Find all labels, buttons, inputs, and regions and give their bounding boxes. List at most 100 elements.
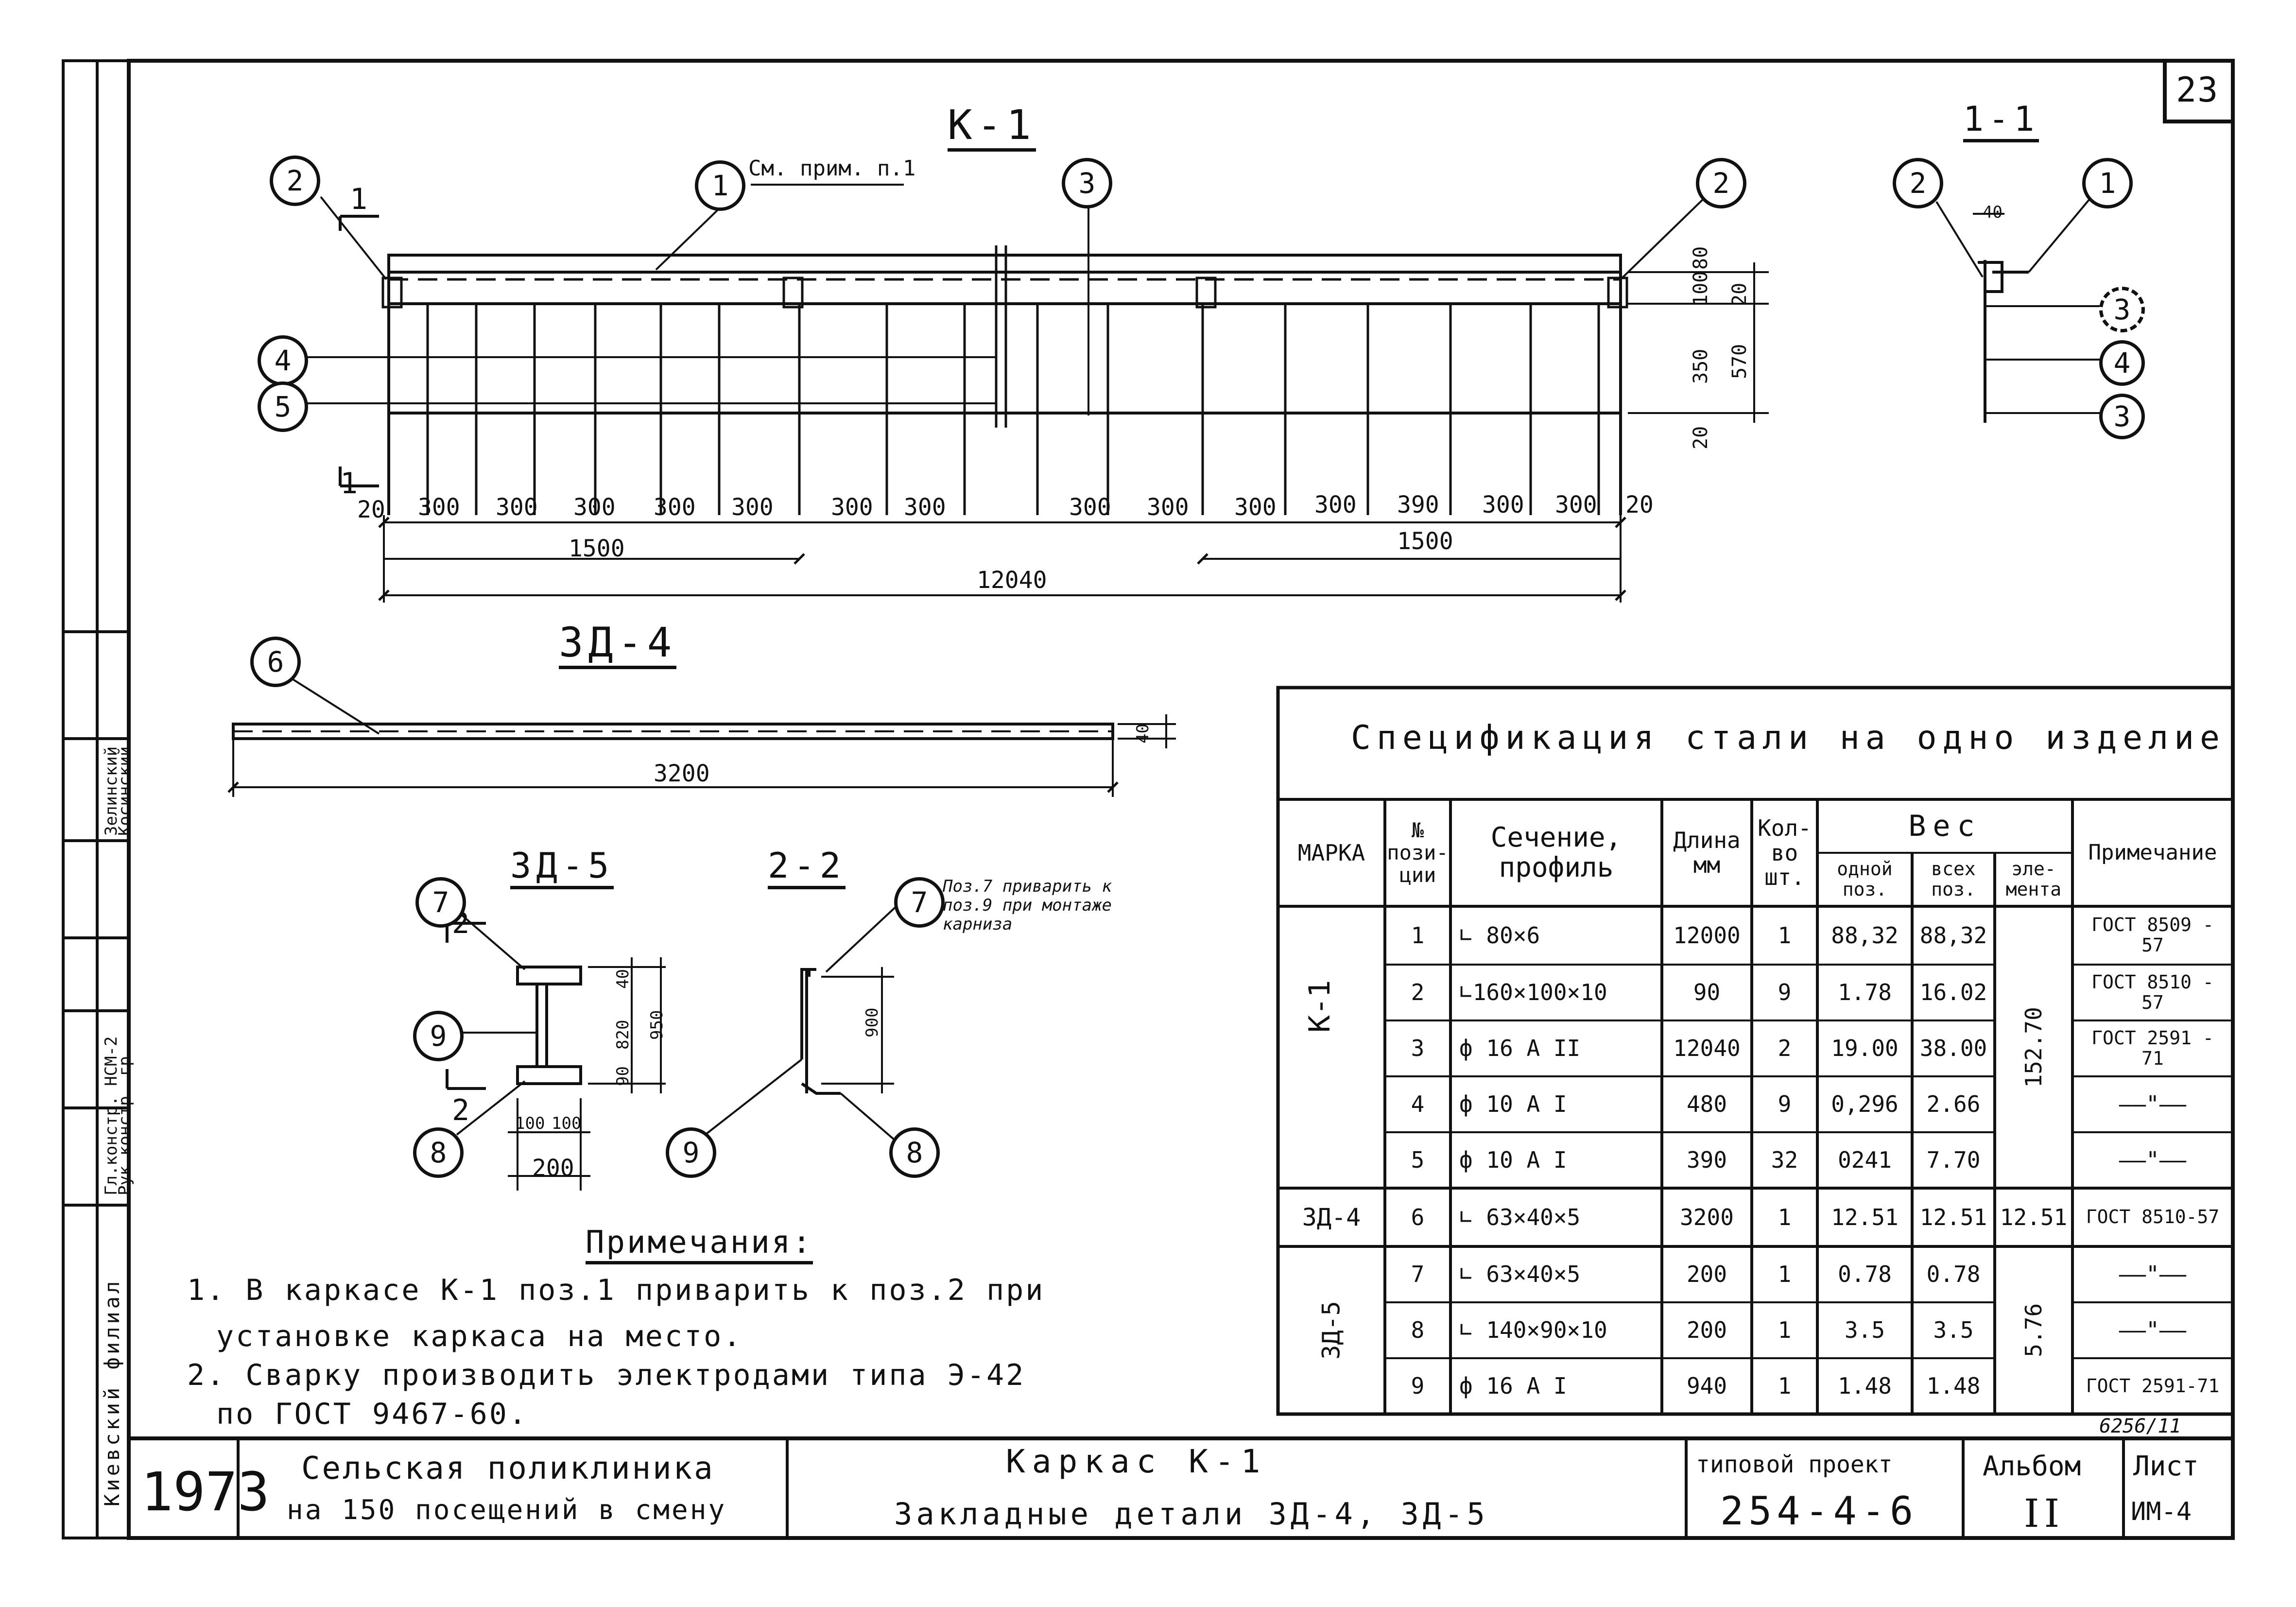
spec-cell-note: ГОСТ 2591 - 71: [2091, 1027, 2214, 1069]
k1-dim: 300: [904, 494, 946, 521]
spec-header-weight: Вес: [1908, 809, 1982, 843]
spec-cell-length: 940: [1686, 1373, 1727, 1400]
spec-mark-zd5: ЗД-5: [1278, 1246, 1385, 1414]
spec-cell-w-all: 1.48: [1926, 1373, 1981, 1400]
stamp-sheet-label: Лист: [2133, 1451, 2199, 1482]
spec-cell-w-all: 12.51: [1919, 1204, 1987, 1230]
spec-cell-w-one: 88,32: [1831, 922, 1899, 949]
spec-cell-section: ф 16 А I: [1459, 1373, 1567, 1400]
notes-line: установке каркаса на место.: [216, 1319, 743, 1353]
spec-cell-length: 480: [1686, 1091, 1727, 1118]
stamp-album-label: Альбом: [1983, 1451, 2081, 1482]
spec-cell-length: 3200: [1680, 1204, 1734, 1230]
section-22-callout-7: 7: [894, 877, 945, 928]
section-11-title: 1-1: [1963, 102, 2039, 142]
spec-mark-zd4: ЗД-4: [1302, 1203, 1361, 1231]
section-22-note: Поз.7 приварить к поз.9 при монтаже карн…: [943, 877, 1112, 934]
k1-dim: 300: [654, 494, 696, 521]
spec-mark-k1-text: К-1: [1302, 980, 1337, 1033]
spec-cell-qty: 9: [1778, 1091, 1792, 1118]
spec-cell-pos: 5: [1411, 1147, 1425, 1174]
spec-cell-qty: 1: [1778, 1317, 1792, 1344]
section-11-callout-2: 2: [1893, 158, 1943, 208]
k1-dim-vertical: 20: [1728, 282, 1751, 306]
spec-cell-w-one: 3.5: [1844, 1317, 1885, 1344]
section-22-dim: 900: [863, 1007, 882, 1037]
k1-callout-1: 1: [695, 160, 745, 211]
spec-cell-length: 390: [1686, 1147, 1727, 1174]
k1-dim: 300: [1234, 494, 1277, 521]
spec-cell-qty: 1: [1778, 1204, 1792, 1230]
spec-cell-note: ГОСТ 2591-71: [2086, 1375, 2220, 1397]
spec-cell-section: ∟160×100×10: [1459, 979, 1607, 1006]
k1-dim-vertical: 570: [1728, 344, 1751, 379]
spec-cell-length: 200: [1686, 1261, 1727, 1288]
zd5-dim: 100: [552, 1114, 582, 1133]
k1-dim: 20: [357, 496, 385, 523]
spec-title: Спецификация стали на одно изделие: [1351, 719, 2226, 757]
spec-mark-k1: К-1: [1278, 906, 1385, 1188]
section-11-callout-4: 4: [2099, 340, 2145, 386]
spec-header-w-all: всех поз.: [1931, 858, 1976, 900]
k1-dim: 300: [1314, 491, 1357, 518]
spec-cell-length: 200: [1686, 1317, 1727, 1344]
section-22-callout-8: 8: [889, 1127, 940, 1178]
zd4-dim-length: 3200: [654, 760, 710, 787]
spec-cell-note: ——"——: [2119, 1091, 2187, 1118]
k1-title: К-1: [948, 104, 1036, 152]
spec-cell-note: ——"——: [2119, 1147, 2187, 1174]
k1-dim-vertical: 100: [1690, 271, 1712, 306]
zd5-dim: 40: [613, 969, 633, 989]
k1-dim: 300: [573, 494, 616, 521]
spec-cell-section: ∟ 140×90×10: [1459, 1317, 1607, 1344]
spec-header-w-el: эле- мента: [2005, 858, 2062, 900]
spec-cell-w-all: 38.00: [1919, 1035, 1987, 1062]
spec-cell-pos: 2: [1411, 979, 1425, 1006]
spec-cell-w-one: 12.51: [1831, 1204, 1899, 1230]
spec-header-note: Примечание: [2088, 840, 2217, 865]
spec-cell-w-one: 0.78: [1838, 1261, 1892, 1288]
spec-cell-section: ф 16 А II: [1459, 1035, 1581, 1062]
k1-dim: 20: [1625, 491, 1654, 518]
stamp-object-2: на 150 посещений в смену: [287, 1494, 727, 1526]
spec-cell-note: ГОСТ 8510-57: [2086, 1206, 2220, 1228]
sidebar-role-2: Рук.констр. гр.: [115, 1046, 135, 1195]
spec-cell-length: 90: [1693, 979, 1721, 1006]
notes-line: 1. В каркасе К-1 поз.1 приварить к поз.2…: [187, 1273, 1045, 1307]
zd5-section-mark-bottom: 2: [452, 1093, 472, 1127]
notes-line: по ГОСТ 9467-60.: [216, 1397, 528, 1431]
k1-dim: 300: [1069, 494, 1111, 521]
spec-cell-note: ГОСТ 8510 - 57: [2091, 971, 2214, 1013]
spec-cell-qty: 2: [1778, 1035, 1792, 1062]
zd5-dim: 90: [613, 1066, 633, 1086]
spec-cell-note: ГОСТ 8509 - 57: [2091, 914, 2214, 956]
spec-cell-pos: 9: [1411, 1373, 1425, 1400]
spec-cell-length: 12040: [1673, 1035, 1741, 1062]
spec-cell-note: ——"——: [2119, 1261, 2187, 1288]
section-11-callout-1: 1: [2082, 158, 2133, 208]
k1-dim-vertical: 350: [1690, 348, 1712, 384]
spec-cell-w-all: 88,32: [1919, 922, 1987, 949]
spec-cell-section: ∟ 80×6: [1459, 922, 1540, 949]
zd4-title: ЗД-4: [559, 622, 677, 669]
section-22-title: 2-2: [768, 848, 846, 889]
stamp-object: Сельская поликлиника: [301, 1451, 715, 1486]
spec-header-length: Длина мм: [1673, 827, 1741, 878]
k1-callout-3: 3: [1062, 158, 1112, 208]
k1-callout-4: 4: [258, 335, 308, 386]
spec-cell-w-all: 2.66: [1926, 1091, 1981, 1118]
sheet-number: 23: [2176, 70, 2219, 110]
k1-note-ref: См. прим. п.1: [748, 156, 916, 181]
spec-mark-zd5-text: ЗД-5: [1317, 1301, 1346, 1360]
spec-cell-qty: 1: [1778, 1261, 1792, 1288]
spec-cell-qty: 1: [1778, 922, 1792, 949]
zd5-title: ЗД-5: [510, 848, 614, 889]
spec-cell-qty: 9: [1778, 979, 1792, 1006]
section-11-callout-3-bottom: 3: [2099, 394, 2145, 439]
zd5-callout-7: 7: [415, 877, 466, 928]
zd5-dim: 820: [613, 1019, 633, 1050]
spec-cell-pos: 7: [1411, 1261, 1425, 1288]
k1-section-mark-bottom: 1: [340, 467, 360, 501]
spec-element-weight-zd5: 5.76: [1995, 1246, 2072, 1414]
